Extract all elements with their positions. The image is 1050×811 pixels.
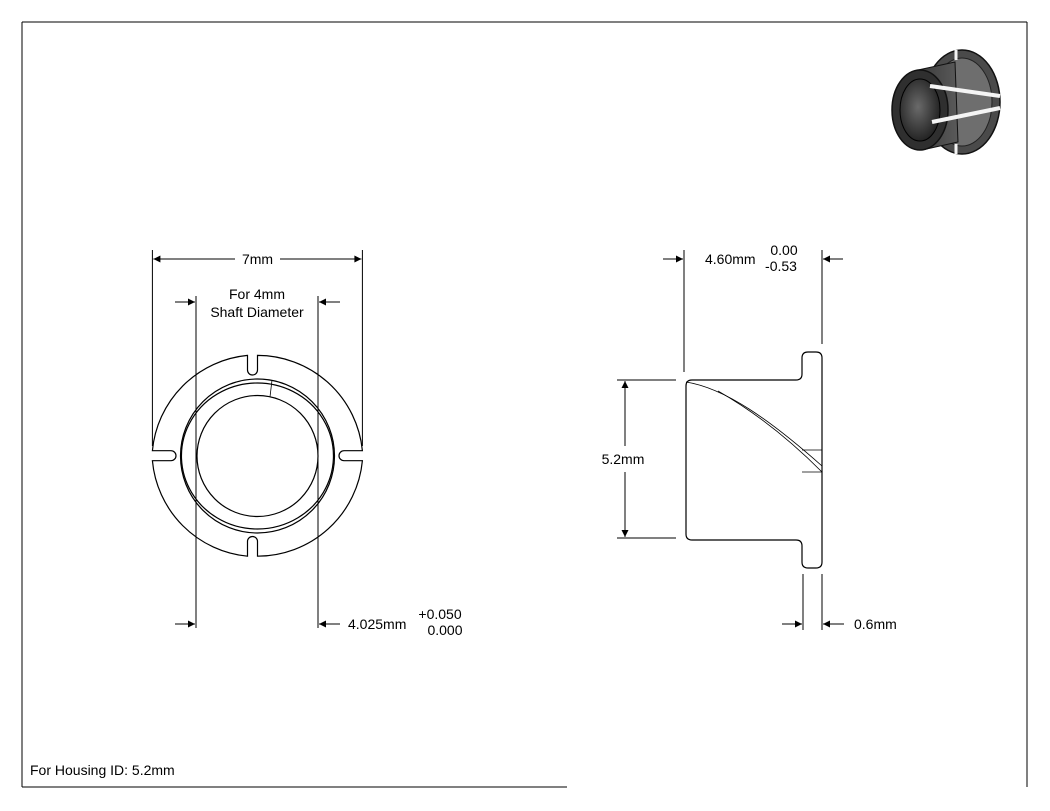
inner-tolerance-upper: +0.050 [418, 606, 461, 622]
height-label: 5.2mm [602, 451, 645, 467]
length-tolerance-lower: -0.53 [765, 258, 797, 274]
split-line [269, 379, 273, 398]
flange-thickness-dim: 0.6mm [782, 574, 897, 632]
shaft-diameter-dim: For 4mm Shaft Diameter [175, 286, 340, 628]
side-view [685, 351, 823, 569]
length-dim: 4.60mm 0.00 -0.53 [663, 242, 843, 372]
flange-outline [151, 354, 364, 557]
inner-tolerance-lower: 0.000 [427, 622, 462, 638]
bushing-3d-icon [891, 49, 1001, 155]
housing-note: For Housing ID: 5.2mm [30, 762, 175, 778]
inner-diameter-label: 4.025mm [348, 616, 406, 632]
length-label: 4.60mm [705, 251, 756, 267]
side-profile [685, 351, 823, 569]
split-curve-lower [717, 390, 823, 473]
bore-circle [196, 394, 319, 518]
shaft-note-line2: Shaft Diameter [210, 304, 304, 320]
front-view [151, 354, 364, 557]
bushing-body-outer [179, 378, 336, 534]
outer-diameter-label: 7mm [242, 251, 273, 267]
length-tolerance-upper: 0.00 [770, 242, 797, 258]
height-dim: 5.2mm [602, 379, 676, 539]
shaft-note-line1: For 4mm [229, 286, 285, 302]
inner-diameter-dim: 4.025mm +0.050 0.000 [175, 606, 463, 638]
flange-thickness-label: 0.6mm [854, 616, 897, 632]
split-curve-upper [685, 381, 823, 467]
outer-diameter-dim: 7mm [151, 250, 363, 446]
sheet-border [21, 21, 1028, 788]
